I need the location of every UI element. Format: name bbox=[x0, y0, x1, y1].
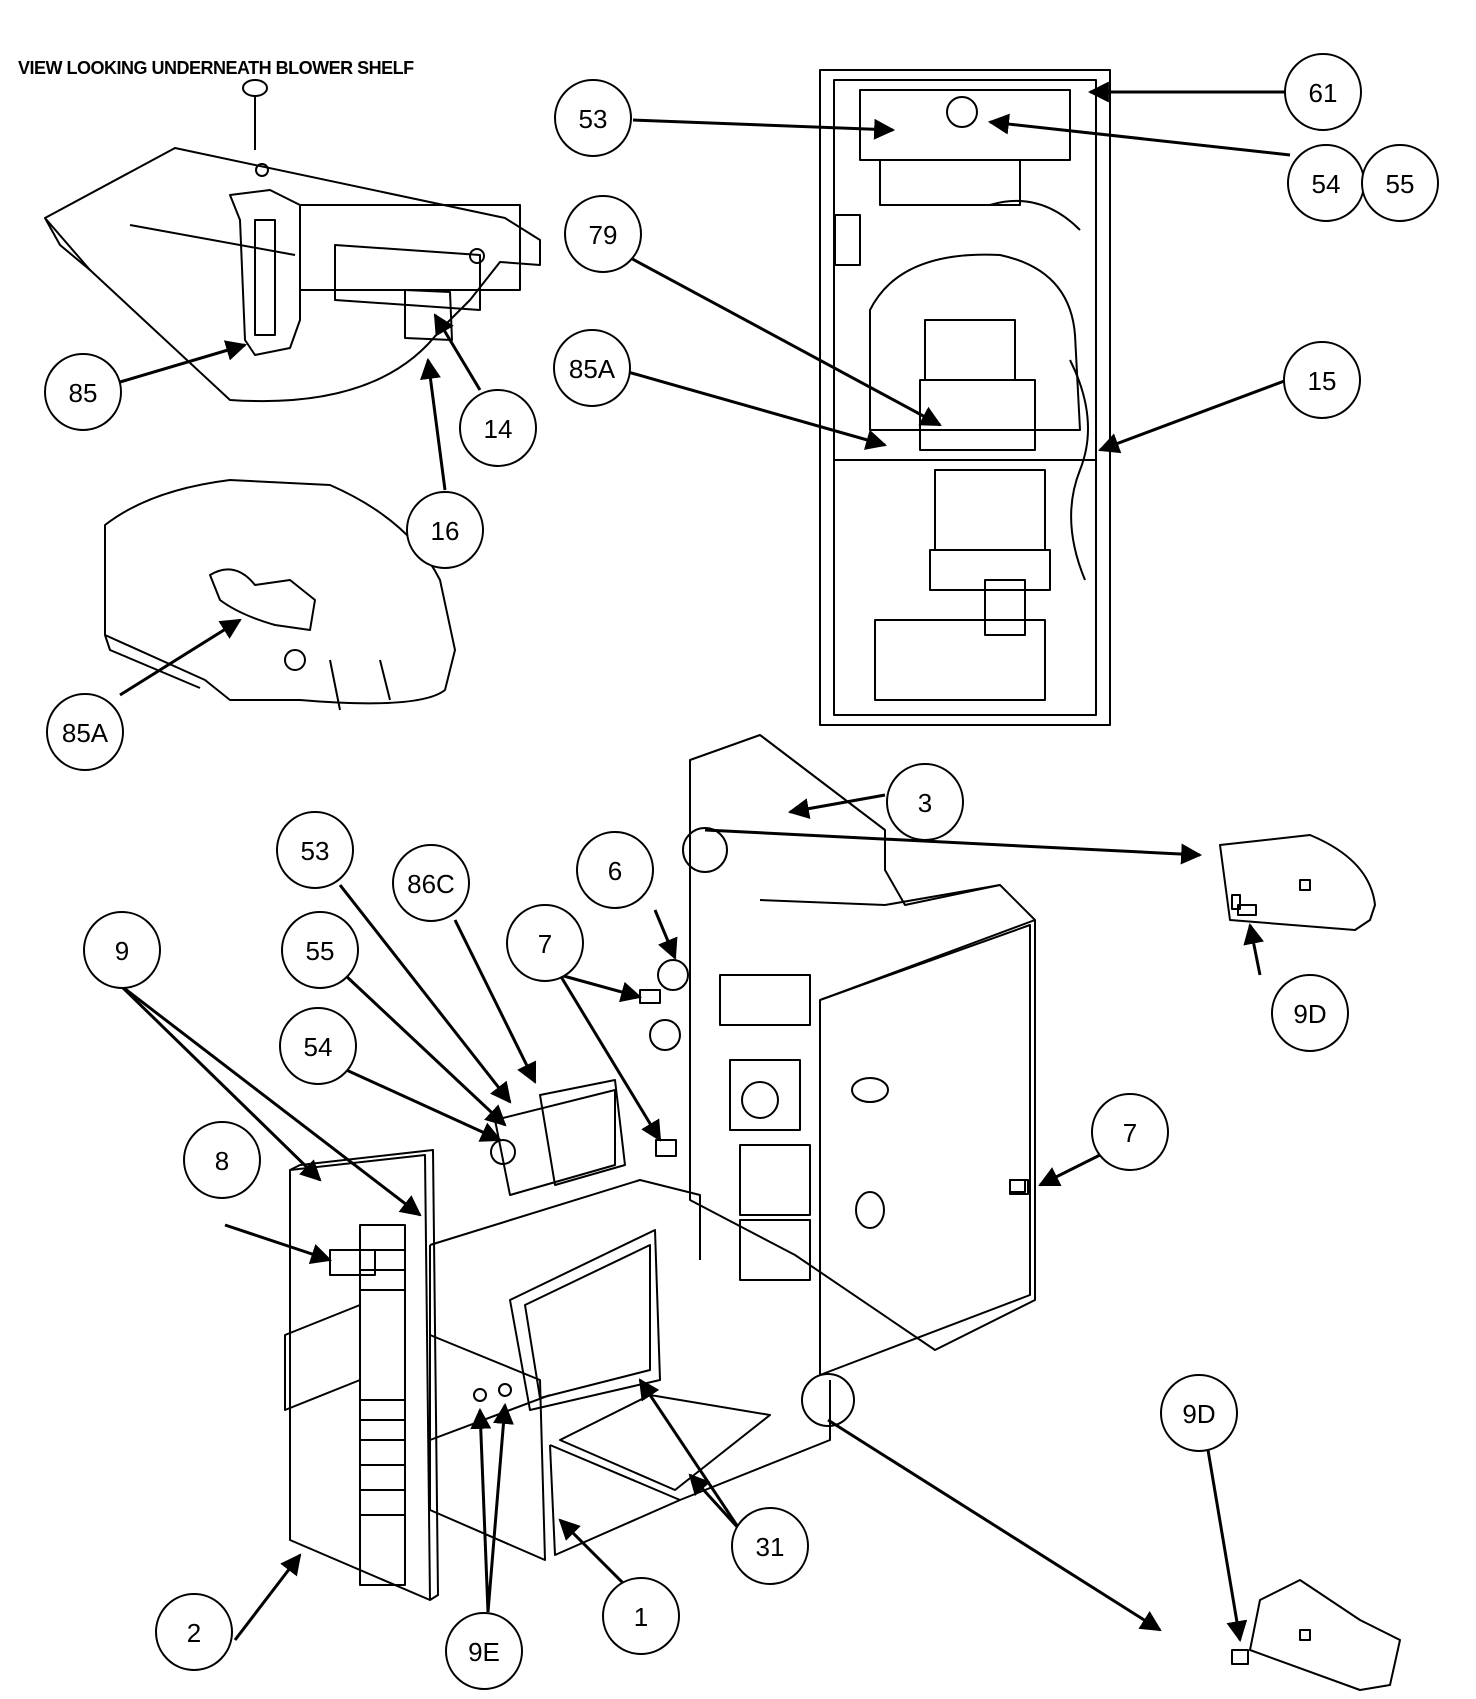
callout-53-top: 53 bbox=[554, 79, 632, 157]
svg-text:7: 7 bbox=[1123, 1118, 1137, 1148]
callout-86c: 86C bbox=[392, 844, 470, 922]
callout-9d-upper: 9D bbox=[1271, 974, 1349, 1052]
callout-55-main: 55 bbox=[281, 911, 359, 989]
callout-85a-left: 85A bbox=[46, 693, 124, 771]
svg-text:61: 61 bbox=[1309, 78, 1338, 108]
callout-3: 3 bbox=[886, 763, 964, 841]
svg-text:85A: 85A bbox=[62, 718, 109, 748]
callout-53-main: 53 bbox=[276, 811, 354, 889]
callout-9d-lower: 9D bbox=[1160, 1374, 1238, 1452]
svg-text:9D: 9D bbox=[1182, 1399, 1215, 1429]
svg-text:55: 55 bbox=[306, 936, 335, 966]
callout-2: 2 bbox=[155, 1593, 233, 1671]
callout-bubbles: 53 61 54 55 79 85A 15 85 bbox=[44, 53, 1439, 1690]
callout-9: 9 bbox=[83, 911, 161, 989]
detail-9d-upper bbox=[1219, 834, 1376, 931]
callout-16: 16 bbox=[406, 491, 484, 569]
callout-7-main: 7 bbox=[506, 904, 584, 982]
svg-text:85A: 85A bbox=[569, 354, 616, 384]
callout-61: 61 bbox=[1284, 53, 1362, 131]
callout-6: 6 bbox=[576, 831, 654, 909]
svg-text:1: 1 bbox=[634, 1602, 648, 1632]
svg-text:54: 54 bbox=[1312, 169, 1341, 199]
callout-15: 15 bbox=[1283, 341, 1361, 419]
svg-text:8: 8 bbox=[215, 1146, 229, 1176]
svg-text:16: 16 bbox=[431, 516, 460, 546]
leader-arrows bbox=[118, 81, 1291, 1643]
svg-text:55: 55 bbox=[1386, 169, 1415, 199]
callout-55-top: 55 bbox=[1361, 144, 1439, 222]
callout-14: 14 bbox=[459, 389, 537, 467]
callout-1: 1 bbox=[602, 1577, 680, 1655]
callout-79: 79 bbox=[564, 195, 642, 273]
detail-9d-lower bbox=[1231, 1579, 1401, 1691]
svg-text:54: 54 bbox=[304, 1032, 333, 1062]
svg-text:86C: 86C bbox=[407, 869, 455, 899]
svg-text:53: 53 bbox=[301, 836, 330, 866]
svg-text:79: 79 bbox=[589, 220, 618, 250]
callout-7-right: 7 bbox=[1091, 1093, 1169, 1171]
callout-54-main: 54 bbox=[279, 1007, 357, 1085]
callout-85a-top: 85A bbox=[553, 329, 631, 407]
svg-text:9: 9 bbox=[115, 936, 129, 966]
callout-31: 31 bbox=[731, 1507, 809, 1585]
svg-text:85: 85 bbox=[69, 378, 98, 408]
blower-shelf-view bbox=[44, 79, 541, 403]
svg-text:9D: 9D bbox=[1293, 999, 1326, 1029]
svg-text:31: 31 bbox=[756, 1532, 785, 1562]
callout-85: 85 bbox=[44, 353, 122, 431]
callout-8: 8 bbox=[183, 1121, 261, 1199]
svg-text:3: 3 bbox=[918, 788, 932, 818]
callout-9e: 9E bbox=[445, 1612, 523, 1690]
exploded-main-assembly bbox=[284, 734, 1036, 1601]
svg-text:2: 2 bbox=[187, 1618, 201, 1648]
svg-text:9E: 9E bbox=[468, 1637, 500, 1667]
shelf-detail-85a bbox=[104, 479, 456, 711]
svg-text:6: 6 bbox=[608, 856, 622, 886]
callout-54-top: 54 bbox=[1287, 144, 1365, 222]
svg-text:53: 53 bbox=[579, 104, 608, 134]
furnace-front-view bbox=[819, 69, 1111, 726]
svg-text:7: 7 bbox=[538, 929, 552, 959]
view-caption: VIEW LOOKING UNDERNEATH BLOWER SHELF bbox=[18, 58, 414, 78]
svg-text:15: 15 bbox=[1308, 366, 1337, 396]
svg-text:14: 14 bbox=[484, 414, 513, 444]
